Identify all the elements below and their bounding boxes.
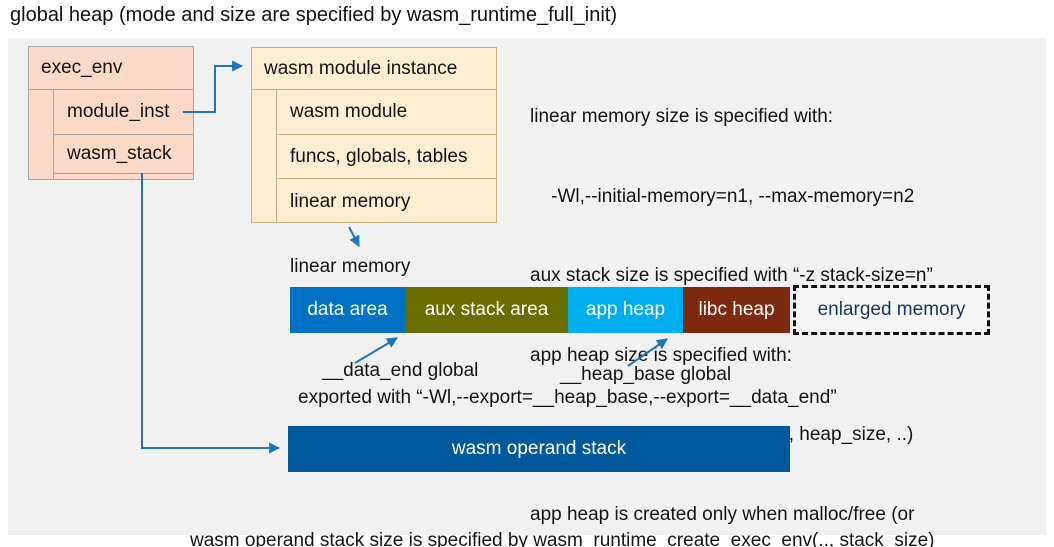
note-line: -Wl,--initial-memory=n1, --max-memory=n2 [530, 185, 915, 207]
segment-app-heap: app heap [568, 287, 683, 333]
wasm-operand-stack-bar: wasm operand stack [288, 426, 790, 472]
note-line: aux stack size is specified with “-z sta… [530, 265, 933, 286]
wasm-module-instance-header: wasm module instance [252, 48, 496, 90]
segment-aux-stack-area: aux stack area [405, 287, 568, 333]
row-wasm-module: wasm module [276, 90, 496, 135]
exec-env-row-module-inst: module_inst [53, 90, 193, 135]
wasm-module-instance-box: wasm module instance wasm module funcs, … [251, 47, 497, 223]
row-linear-memory: linear memory [290, 190, 411, 212]
row-funcs-globals-tables: funcs, globals, tables [276, 135, 496, 179]
segment-data-area: data area [290, 287, 405, 333]
exported-with-label: exported with “-Wl,--export=__heap_base,… [298, 387, 837, 408]
note-line: app heap size is specified with: [530, 344, 792, 366]
operand-stack-notes: wasm operand stack size is specified by … [190, 473, 935, 547]
exec-env-header: exec_env [29, 47, 193, 90]
exec-env-box: exec_env module_inst wasm_stack [28, 46, 194, 180]
diagram-title: global heap (mode and size are specified… [10, 4, 617, 26]
segment-libc-heap: libc heap [683, 287, 790, 333]
note-line: wasm operand stack size is specified by … [190, 530, 935, 547]
linear-memory-bar: data area aux stack area app heap libc h… [290, 287, 790, 333]
segment-enlarged-memory: enlarged memory [793, 285, 990, 335]
note-line: app heap is created only when malloc/fre… [530, 503, 915, 525]
exec-env-rows: module_inst wasm_stack [53, 90, 193, 174]
heap-base-global-label: __heap_base global [560, 364, 732, 385]
wasm-module-instance-rows: wasm module funcs, globals, tables linea… [276, 90, 496, 224]
exec-env-row-wasm-stack: wasm_stack [53, 135, 193, 174]
note-line: linear memory size is specified with: [530, 106, 834, 127]
data-end-global-label: __data_end global [322, 360, 479, 381]
linear-memory-label: linear memory [290, 256, 411, 277]
wasm-module-instance-gutter-line [276, 90, 277, 222]
